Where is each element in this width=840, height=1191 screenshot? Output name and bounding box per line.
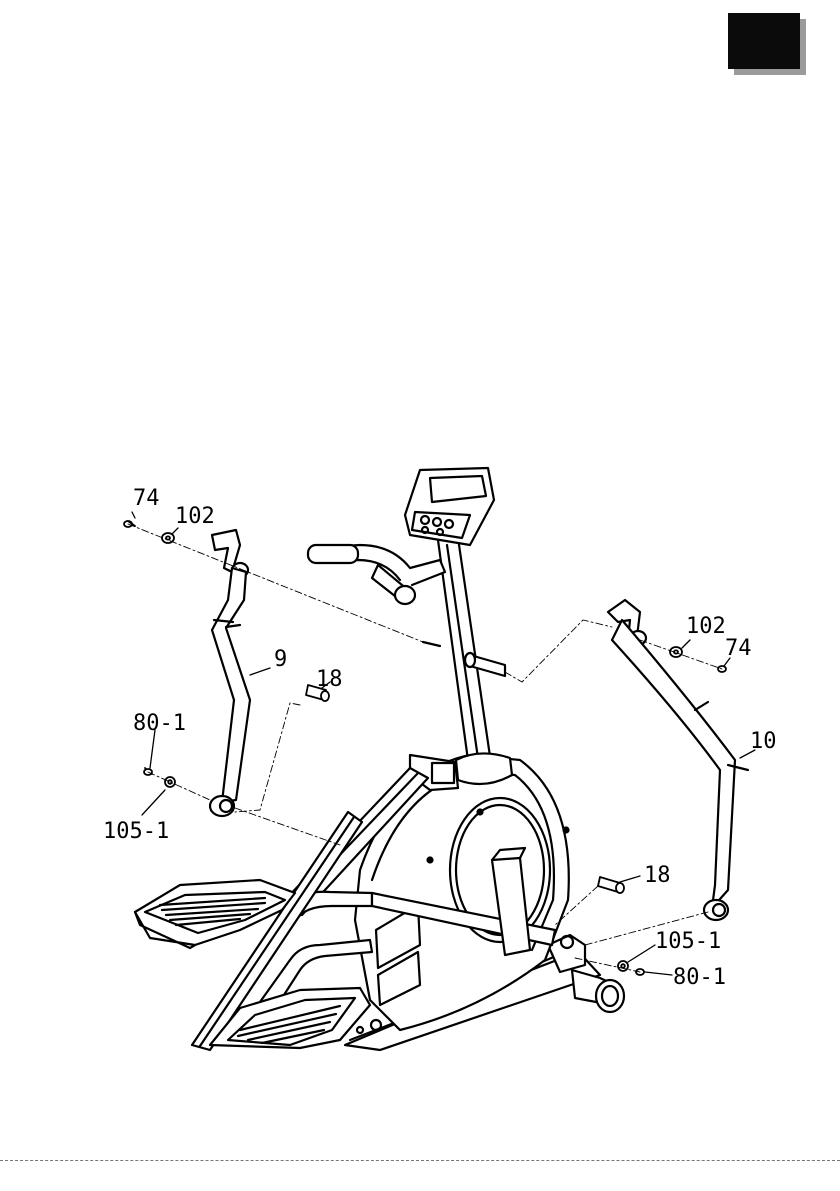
label-washer-102-right: 102	[686, 614, 726, 639]
label-bolt-74-left: 74	[133, 486, 160, 511]
washer-105-1-right	[618, 961, 628, 971]
handle-arm-left	[210, 530, 250, 816]
label-washer-105-1-left: 105-1	[103, 819, 169, 844]
label-axle-18-right: 18	[644, 863, 671, 888]
label-arm-10: 10	[750, 729, 777, 754]
fixed-handlebar	[308, 545, 445, 604]
footer-rule	[0, 1160, 840, 1161]
label-arm-9: 9	[274, 647, 287, 672]
label-axle-18-left: 18	[316, 667, 343, 692]
label-bolt-80-1-left: 80-1	[133, 711, 186, 736]
console-mast	[405, 468, 512, 784]
washer-105-1-left	[165, 777, 175, 787]
washer-102-right	[670, 647, 682, 657]
label-bolt-80-1-right: 80-1	[673, 965, 726, 990]
label-washer-105-1-right: 105-1	[655, 929, 721, 954]
label-bolt-74-right: 74	[725, 636, 752, 661]
label-washer-102-left: 102	[175, 504, 215, 529]
